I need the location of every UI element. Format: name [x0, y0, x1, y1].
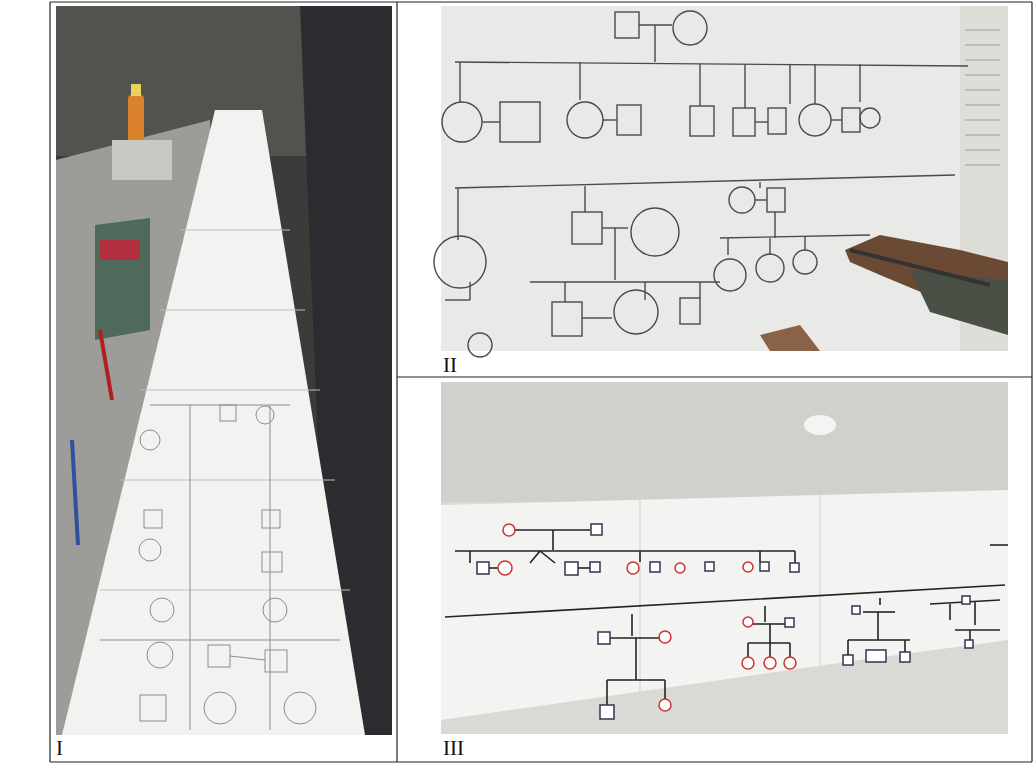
panel-label: II — [443, 355, 457, 376]
photo-two — [434, 6, 1008, 357]
photo-one — [56, 6, 392, 735]
panel-label: III — [443, 738, 464, 759]
photo-three — [441, 382, 1008, 734]
frame-lines — [50, 2, 1032, 762]
panel-label: I — [56, 738, 63, 759]
